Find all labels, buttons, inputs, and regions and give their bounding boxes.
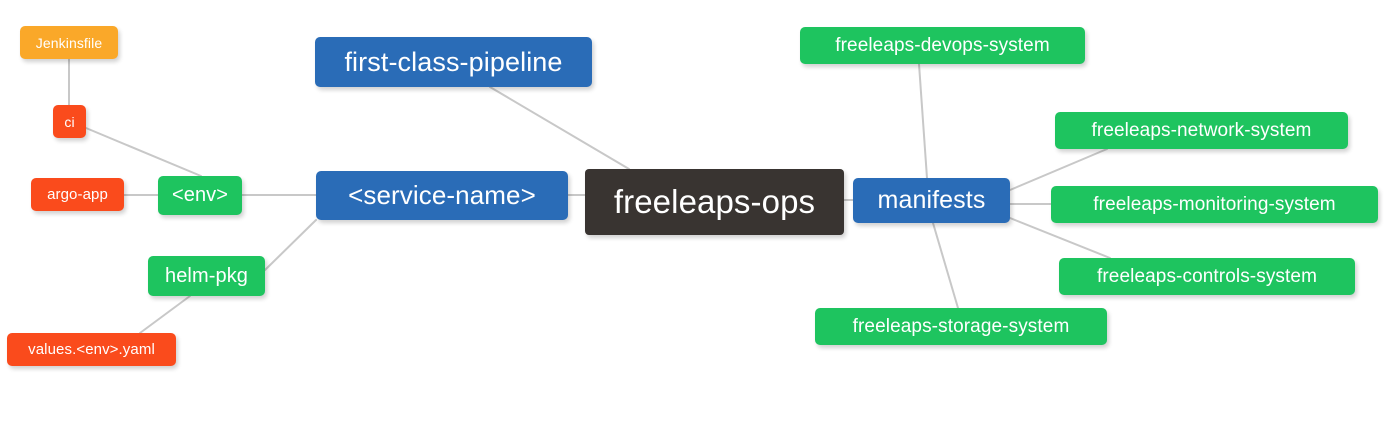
- node-label-freeleaps-storage-system: freeleaps-storage-system: [852, 315, 1070, 337]
- node-label-freeleaps-network-system: freeleaps-network-system: [1091, 119, 1312, 141]
- node-label-env: <env>: [171, 184, 229, 206]
- edge-manifests-to-freeleaps-controls-system: [1009, 217, 1111, 259]
- node-first-class-pipeline[interactable]: first-class-pipeline: [315, 37, 592, 87]
- edge-first-class-pipeline-to-freeleaps-ops: [489, 86, 630, 170]
- node-label-freeleaps-monitoring-system: freeleaps-monitoring-system: [1093, 193, 1336, 215]
- node-values-yaml[interactable]: values.<env>.yaml: [7, 333, 176, 366]
- edge-helm-pkg-to-values-yaml: [139, 295, 191, 334]
- edge-service-name-to-helm-pkg: [264, 219, 317, 271]
- node-ci[interactable]: ci: [53, 105, 86, 138]
- node-label-freeleaps-ops: freeleaps-ops: [613, 183, 816, 220]
- node-label-argo-app: argo-app: [47, 186, 108, 203]
- node-label-manifests: manifests: [877, 186, 986, 214]
- node-label-freeleaps-devops-system: freeleaps-devops-system: [835, 34, 1050, 56]
- node-label-ci: ci: [64, 113, 75, 130]
- node-label-freeleaps-controls-system: freeleaps-controls-system: [1096, 265, 1318, 287]
- edge-manifests-to-freeleaps-storage-system: [932, 222, 959, 309]
- node-freeleaps-ops[interactable]: freeleaps-ops: [585, 169, 844, 235]
- node-label-helm-pkg: helm-pkg: [164, 264, 249, 287]
- node-manifests[interactable]: manifests: [853, 178, 1010, 223]
- node-freeleaps-network-system[interactable]: freeleaps-network-system: [1055, 112, 1348, 149]
- node-freeleaps-monitoring-system[interactable]: freeleaps-monitoring-system: [1051, 186, 1378, 223]
- node-argo-app[interactable]: argo-app: [31, 178, 124, 211]
- edge-ci-to-env: [85, 127, 202, 177]
- node-jenkinsfile[interactable]: Jenkinsfile: [20, 26, 118, 59]
- node-freeleaps-controls-system[interactable]: freeleaps-controls-system: [1059, 258, 1355, 295]
- node-label-service-name: <service-name>: [348, 180, 536, 210]
- edge-manifests-to-freeleaps-devops-system: [918, 63, 928, 179]
- node-freeleaps-storage-system[interactable]: freeleaps-storage-system: [815, 308, 1107, 345]
- edge-manifests-to-freeleaps-network-system: [1009, 148, 1108, 191]
- node-label-first-class-pipeline: first-class-pipeline: [344, 46, 563, 77]
- node-helm-pkg[interactable]: helm-pkg: [148, 256, 265, 296]
- node-label-values-yaml: values.<env>.yaml: [28, 341, 155, 358]
- node-service-name[interactable]: <service-name>: [316, 171, 568, 220]
- node-env[interactable]: <env>: [158, 176, 242, 215]
- node-freeleaps-devops-system[interactable]: freeleaps-devops-system: [800, 27, 1085, 64]
- node-label-jenkinsfile: Jenkinsfile: [35, 34, 103, 51]
